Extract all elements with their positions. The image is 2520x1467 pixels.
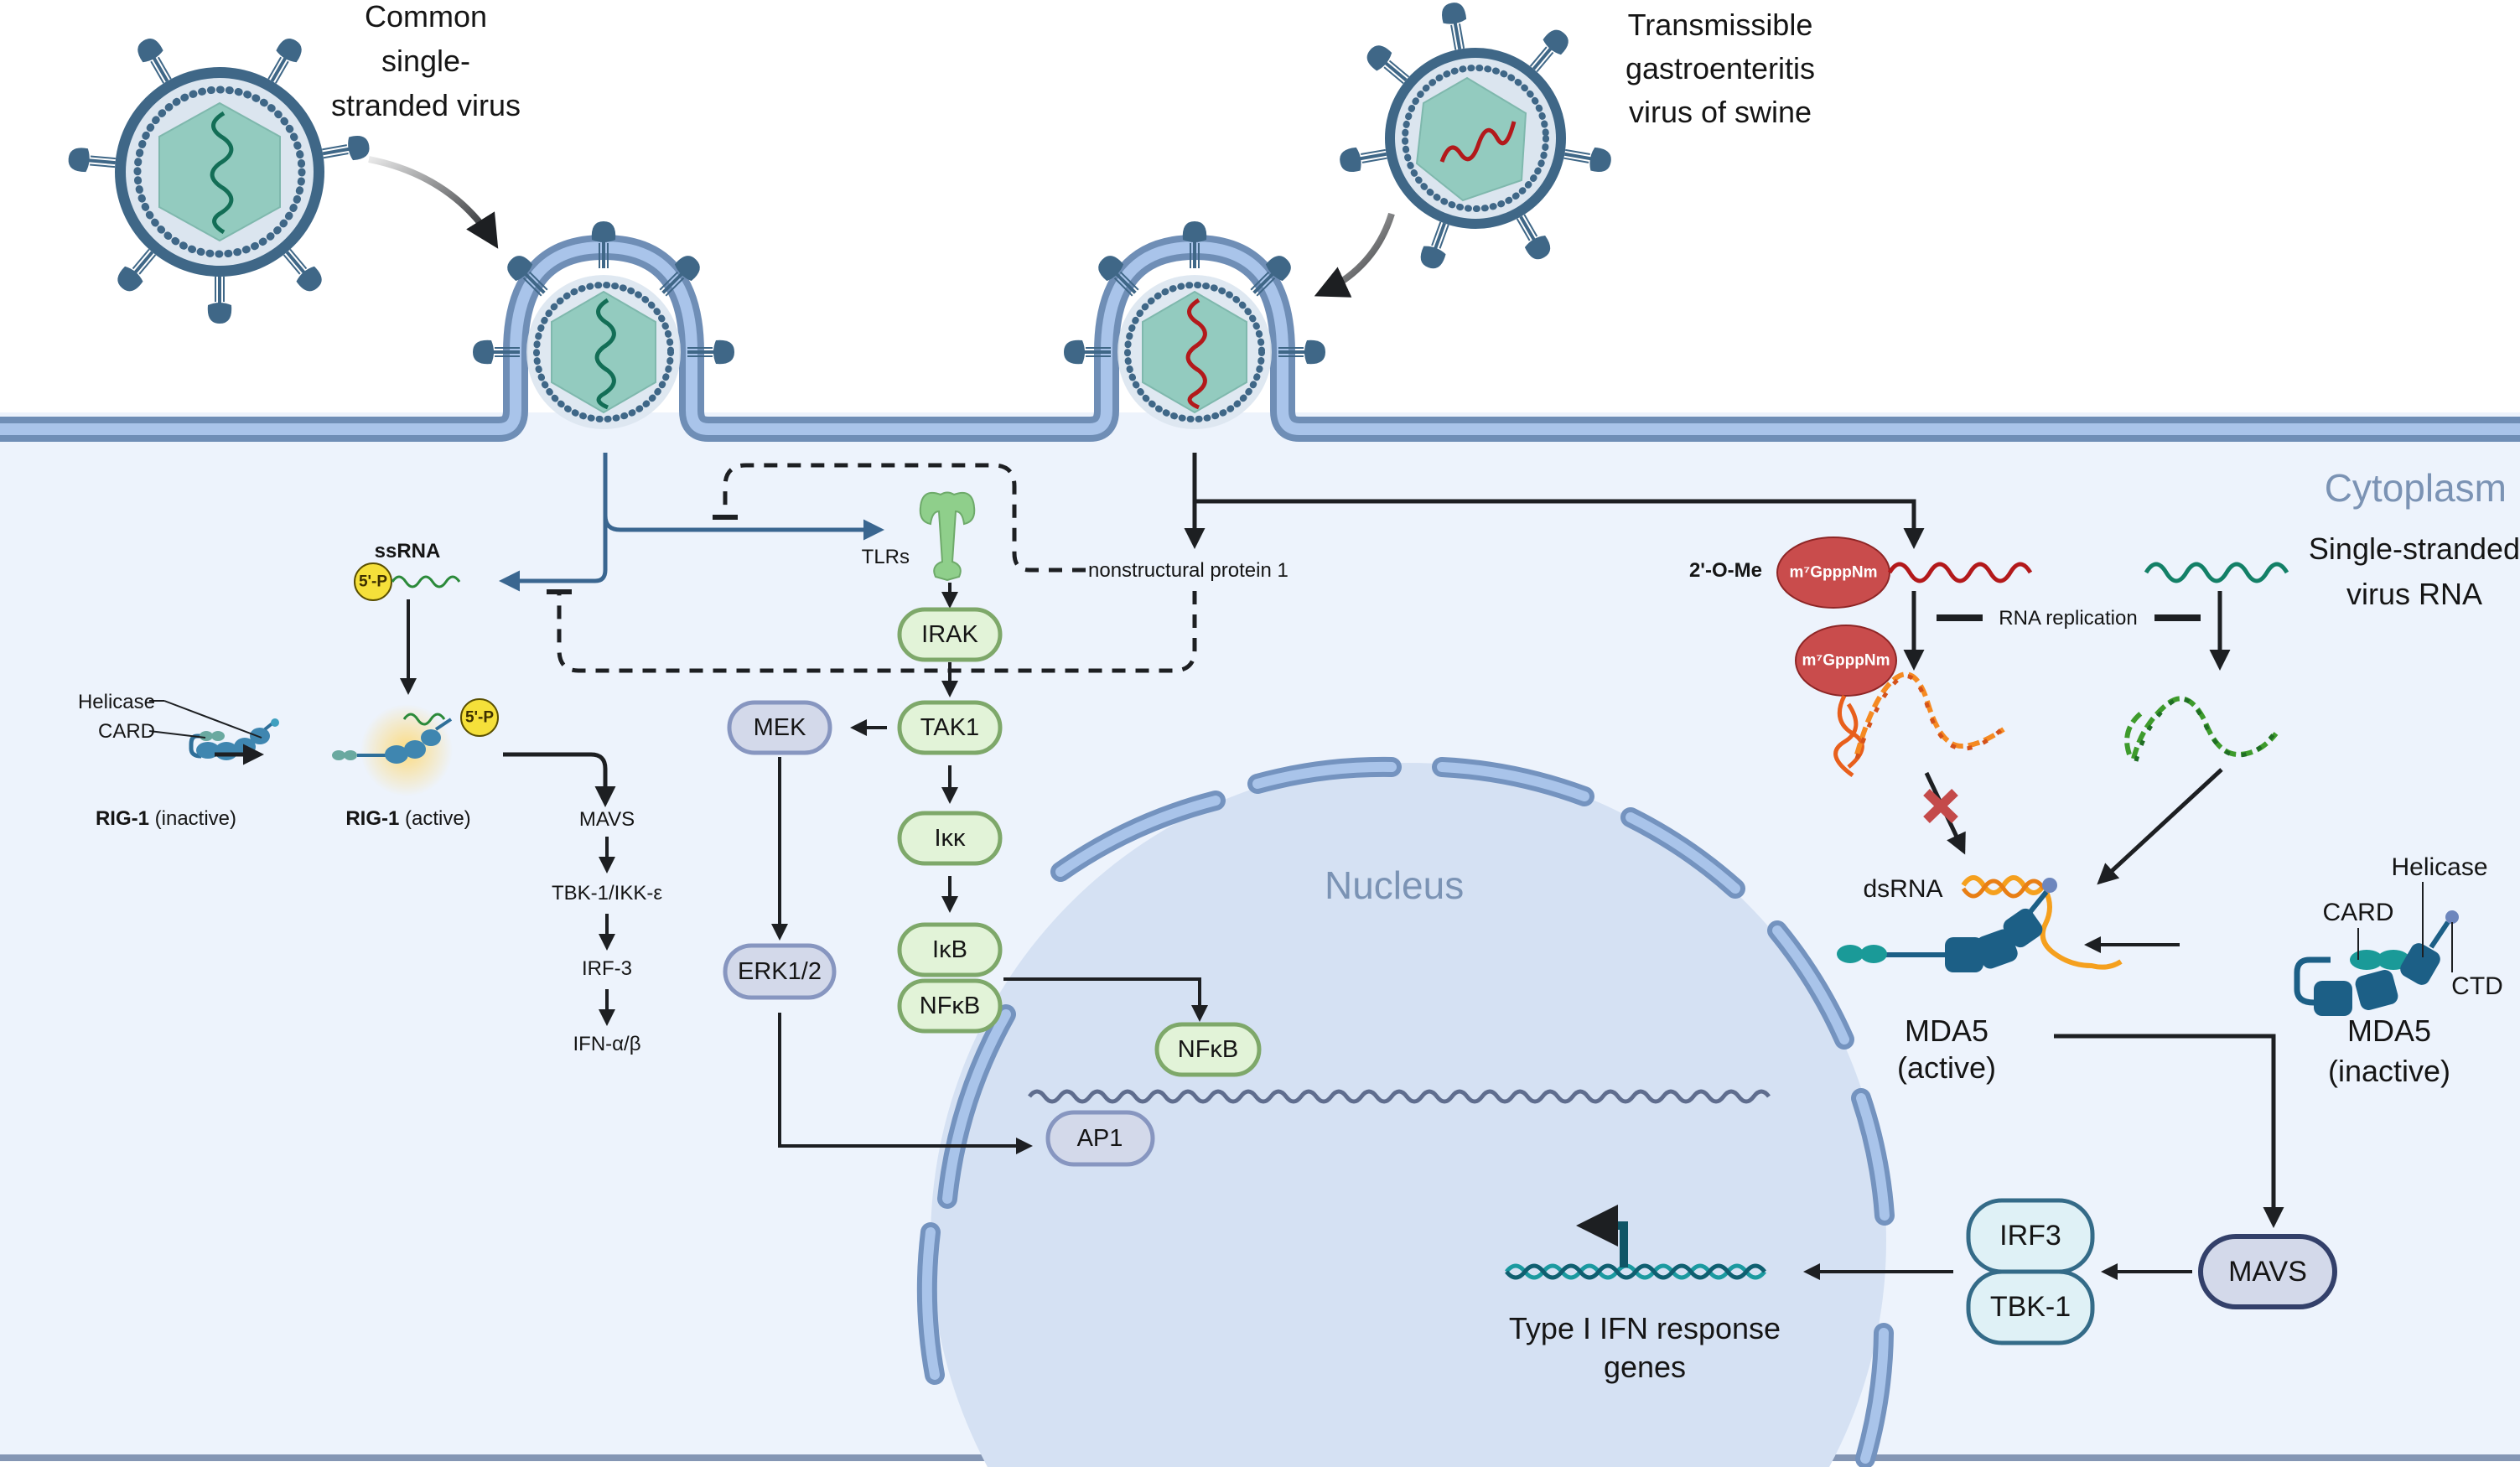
blue-arrow-to-ssrna — [499, 453, 608, 592]
common-virus-entering — [471, 220, 736, 429]
ifn-genes-label-line1: Type I IFN response — [1509, 1311, 1781, 1345]
dsrna-label: dsRNA — [1863, 875, 1942, 903]
ikk-node: Iκκ — [897, 811, 1003, 866]
svg-text:virus of swine: virus of swine — [1629, 95, 1812, 129]
tak1-node: TAK1 — [897, 700, 1003, 755]
svg-text:MEK: MEK — [754, 714, 807, 741]
tgev-branch-to-mda5 — [1195, 499, 1925, 549]
green-dsrna-to-mda5-arrow — [2097, 768, 2223, 885]
tgev-virus-particle — [1336, 0, 1615, 273]
tgev-entry-arrow — [1314, 212, 1395, 298]
rig1-inactive-label: RIG-1 (inactive) — [96, 807, 236, 830]
ap1-node: AP1 — [1045, 1110, 1155, 1167]
tgev-virus-entering — [1062, 220, 1327, 429]
svg-text:stranded virus: stranded virus — [331, 88, 521, 122]
green-dsrna-replicate — [2124, 696, 2279, 762]
rig1-cascade-mavs: MAVS — [579, 808, 635, 831]
svg-text:ERK1/2: ERK1/2 — [738, 958, 822, 985]
svg-text:Transmissible: Transmissible — [1628, 8, 1813, 42]
rig1-helicase-label: Helicase — [78, 691, 155, 713]
tgev-virus-label: Transmissible gastroenteritis virus of s… — [1626, 8, 1815, 129]
nsp1-inhibit-ssrna-line — [557, 591, 1197, 673]
tlr-receptor-icon — [919, 491, 976, 582]
svg-text:5'-P: 5'-P — [465, 709, 494, 727]
svg-text:IκB: IκB — [932, 936, 967, 963]
mda5-helicase-label: Helicase — [2391, 853, 2487, 881]
nsp1-label: nonstructural protein 1 — [1088, 559, 1289, 582]
rig1-active-label: RIG-1 (active) — [345, 807, 470, 830]
block-x-icon — [1923, 789, 1958, 823]
tgev-rna-icon — [1439, 121, 1517, 163]
rna-replication-label-group: RNA replication — [1937, 607, 2201, 630]
mda5-inactive-icon — [2294, 882, 2459, 1016]
mda5-inactive-label-line1: MDA5 — [2347, 1013, 2431, 1048]
mek-node: MEK — [727, 700, 832, 755]
ssrna-label: ssRNA — [375, 540, 441, 562]
svg-text:RNA replication: RNA replication — [1999, 607, 2137, 630]
erk-to-ap1-arrow — [778, 1013, 1033, 1154]
common-virus-particle — [65, 33, 373, 325]
irf3-tbk1-complex: IRF3 TBK-1 — [1966, 1198, 2095, 1345]
ssrna-molecule: 5'-P — [354, 562, 461, 601]
irak-node: IRAK — [897, 607, 1003, 662]
tlrs-label: TLRs — [862, 546, 910, 568]
svg-text:MAVS: MAVS — [2228, 1256, 2307, 1288]
nfkb-nuclear-node: NFκB — [1154, 1022, 1262, 1077]
blue-arrow-to-tlrs — [603, 515, 884, 541]
svg-text:m⁷GpppNm: m⁷GpppNm — [1790, 564, 1878, 582]
svg-text:TAK1: TAK1 — [920, 714, 979, 741]
mda5-card-label: CARD — [2322, 899, 2393, 926]
svg-text:TBK-1: TBK-1 — [1990, 1291, 2071, 1323]
ss-virus-rna-label-line2: virus RNA — [2346, 577, 2482, 611]
svg-text:IRF3: IRF3 — [1999, 1220, 2061, 1252]
rig1-to-mavs-arrow — [503, 752, 616, 807]
svg-text:m⁷GpppNm: m⁷GpppNm — [1802, 652, 1890, 670]
rig1-cascade-tbk1-ikke: TBK-1/IKK-ε — [552, 882, 662, 905]
nfkb-translocation-arrow — [1003, 977, 1208, 1022]
ikb-nfkb-complex: IκB NFκB — [897, 922, 1003, 1034]
rig1-active-icon: 5'-P — [332, 698, 499, 796]
svg-text:IRAK: IRAK — [921, 621, 978, 648]
rig1-cascade-irf3: IRF-3 — [582, 957, 632, 980]
svg-text:5'-P: 5'-P — [359, 573, 387, 591]
svg-text:gastroenteritis: gastroenteritis — [1626, 51, 1815, 86]
nucleus — [916, 756, 1895, 1467]
mda5-ctd-label: CTD — [2451, 972, 2503, 1000]
ifn-gene-dna-icon — [1505, 1263, 1766, 1280]
mda5-active-icon — [1837, 875, 2123, 972]
plasma-membrane — [0, 234, 2520, 442]
nsp1-inhibit-tlr-line — [723, 463, 1086, 573]
ss-virus-rna — [2144, 562, 2289, 583]
transcription-start-icon — [1576, 1205, 1628, 1267]
capped-dsrna-replicate: m⁷GpppNm — [1795, 625, 2005, 778]
nuclear-dna-icon — [1028, 1089, 1771, 1104]
ss-virus-rna-label-line1: Single-stranded — [2309, 531, 2520, 566]
svg-text:NFκB: NFκB — [920, 993, 981, 1019]
svg-text:NFκB: NFκB — [1178, 1036, 1239, 1063]
svg-text:Iκκ: Iκκ — [934, 825, 966, 852]
common-virus-entry-arrow — [368, 156, 499, 249]
svg-text:single-: single- — [381, 44, 470, 78]
mda5-to-mavs-arrow — [2054, 1034, 2284, 1228]
common-virus-rna-icon — [210, 111, 234, 235]
mda5-active-label-line2: (active) — [1897, 1050, 1996, 1085]
nucleus-label: Nucleus — [1325, 863, 1464, 907]
common-virus-label: Common single- stranded virus — [331, 0, 521, 122]
rig1-card-label: CARD — [98, 720, 155, 743]
ifn-genes-label-line2: genes — [1604, 1350, 1686, 1384]
mavs-node: MAVS — [2198, 1234, 2337, 1309]
svg-text:Common: Common — [365, 0, 487, 34]
svg-text:AP1: AP1 — [1077, 1125, 1123, 1152]
rig1-cascade-ifn: IFN-α/β — [573, 1033, 641, 1055]
capped-viral-rna: m⁷GpppNm — [1776, 537, 2033, 609]
two-o-me-label: 2'-O-Me — [1689, 559, 1762, 582]
mda5-inactive-label-line2: (inactive) — [2328, 1054, 2450, 1088]
cytoplasm-label: Cytoplasm — [2325, 466, 2507, 510]
mda5-active-label-line1: MDA5 — [1905, 1013, 1989, 1048]
erk-node: ERK1/2 — [723, 943, 837, 1000]
